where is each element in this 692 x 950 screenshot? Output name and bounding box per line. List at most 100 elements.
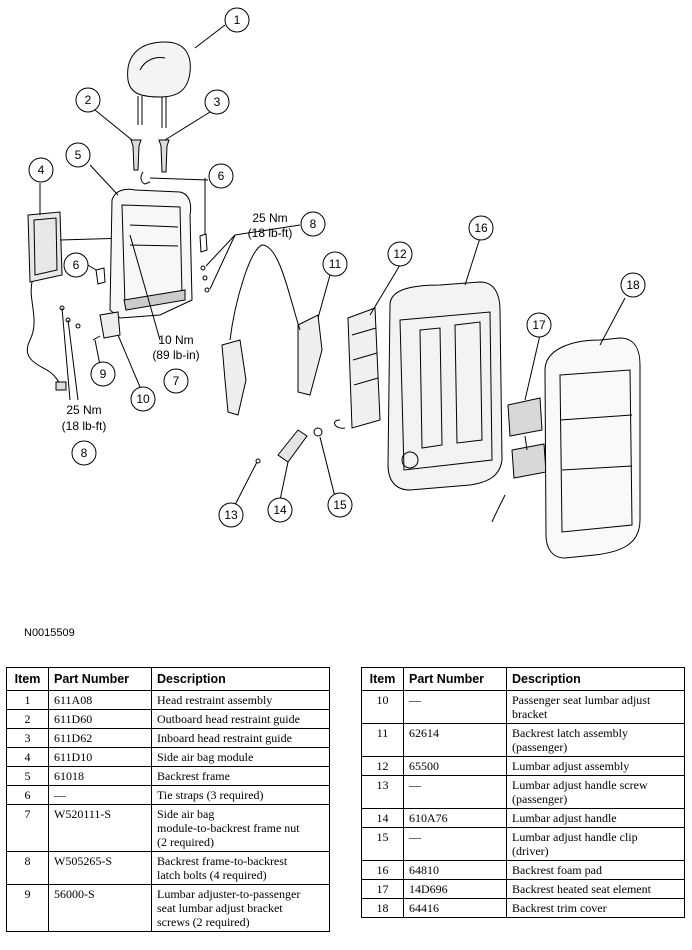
torque-top-right-lbft: (18 lb-ft) [248, 226, 293, 240]
head-restraint-drawing [127, 41, 191, 128]
description-line: Backrest heated seat element [512, 882, 651, 896]
cell-part-number: 611A08 [48, 690, 152, 710]
cell-item: 6 [6, 785, 49, 805]
description-line: (passenger) [512, 740, 568, 754]
callout-circles [28, 7, 646, 528]
cell-part-number: 611D10 [48, 747, 152, 767]
cell-description: Side air bag module [151, 747, 330, 767]
table-header-row: Item Part Number Description [6, 667, 330, 691]
callout-label-4: 4 [38, 163, 45, 177]
callout-4 [28, 157, 54, 183]
description-line: seat lumbar adjust bracket [157, 901, 283, 915]
cell-item: 14 [361, 808, 404, 828]
callout-1 [224, 7, 250, 33]
cell-description: Lumbar adjust assembly [506, 756, 685, 776]
cell-description: Lumbar adjust handle [506, 808, 685, 828]
description-line: (passenger) [512, 792, 568, 806]
callout-15 [327, 492, 353, 518]
cell-part-number: — [403, 775, 507, 809]
cell-description: Inboard head restraint guide [151, 728, 330, 748]
callout-label-12: 12 [393, 247, 407, 261]
backrest-trim-cover-drawing [544, 337, 641, 559]
cell-item: 7 [6, 804, 49, 852]
header-description: Description [151, 667, 330, 691]
callout-label-15: 15 [333, 498, 347, 512]
callout-18 [620, 272, 646, 298]
callout-label-7: 7 [173, 374, 180, 388]
description-line: Backrest frame-to-backrest [157, 854, 288, 868]
callout-5 [65, 142, 91, 168]
description-line: (2 required) [157, 835, 214, 849]
table-row: 6— Tie straps (3 required) [6, 785, 330, 805]
description-line: Side air bag [157, 807, 215, 821]
cell-part-number: — [48, 785, 152, 805]
cell-item: 1 [6, 690, 49, 710]
cell-description: Backrest latch assembly(passenger) [506, 723, 685, 757]
callout-label-13: 13 [224, 508, 238, 522]
description-line: Tie straps (3 required) [157, 788, 264, 802]
description-line: Side air bag module [157, 750, 254, 764]
cell-item: 15 [361, 827, 404, 861]
description-line: screws (2 required) [157, 915, 250, 929]
description-line: Backrest latch assembly [512, 726, 628, 740]
cell-description: Backrest trim cover [506, 898, 685, 918]
cell-part-number: W520111-S [48, 804, 152, 852]
description-line: Inboard head restraint guide [157, 731, 292, 745]
cell-description: Backrest frame [151, 766, 330, 786]
callout-6b [63, 252, 89, 278]
callout-label-14: 14 [273, 503, 287, 517]
description-line: Backrest trim cover [512, 901, 607, 915]
torque-top-right-nm: 25 Nm [252, 211, 287, 225]
callout-label-6b: 6 [73, 258, 80, 272]
description-line: Backrest foam pad [512, 863, 602, 877]
parts-table-right: Item Part Number Description 10—Passenge… [361, 667, 685, 918]
callout-9 [90, 361, 116, 387]
cell-item: 8 [6, 851, 49, 885]
cell-item: 4 [6, 747, 49, 767]
cell-item: 11 [361, 723, 404, 757]
cell-item: 9 [6, 884, 49, 932]
description-line: module-to-backrest frame nut [157, 821, 300, 835]
callout-12 [387, 241, 413, 267]
torque-bottom-left-nm: 25 Nm [66, 403, 101, 417]
description-line: Lumbar adjust assembly [512, 759, 630, 773]
description-line: bracket [512, 707, 548, 721]
cell-part-number: 56000-S [48, 884, 152, 932]
exploded-seat-backrest-diagram: 1 2 3 4 5 6 6 7 8 8 9 10 11 12 13 14 15 … [27, 7, 646, 559]
description-line: Lumbar adjust handle clip [512, 830, 638, 844]
callout-label-16: 16 [474, 221, 488, 235]
torque-middle-nm: 10 Nm [158, 333, 193, 347]
cell-item: 17 [361, 879, 404, 899]
cell-description: Backrest heated seat element [506, 879, 685, 899]
header-part-number: Part Number [48, 667, 152, 691]
cell-part-number: 611D60 [48, 709, 152, 729]
header-item: Item [6, 667, 49, 691]
cell-part-number: 62614 [403, 723, 507, 757]
description-line: Head restraint assembly [157, 693, 273, 707]
cell-part-number: 611D62 [48, 728, 152, 748]
description-line: Lumbar adjust handle screw [512, 778, 648, 792]
cell-description: Lumbar adjust handle clip(driver) [506, 827, 685, 861]
callout-7 [163, 368, 189, 394]
cell-description: Head restraint assembly [151, 690, 330, 710]
table-row: 15—Lumbar adjust handle clip(driver) [361, 827, 685, 861]
torque-bottom-left-lbft: (18 lb-ft) [62, 419, 107, 433]
callout-label-5: 5 [75, 148, 82, 162]
cell-part-number: W505265-S [48, 851, 152, 885]
lumbar-handle-drawing [255, 427, 323, 464]
callout-label-9: 9 [100, 367, 107, 381]
callout-label-8b: 8 [81, 446, 88, 460]
